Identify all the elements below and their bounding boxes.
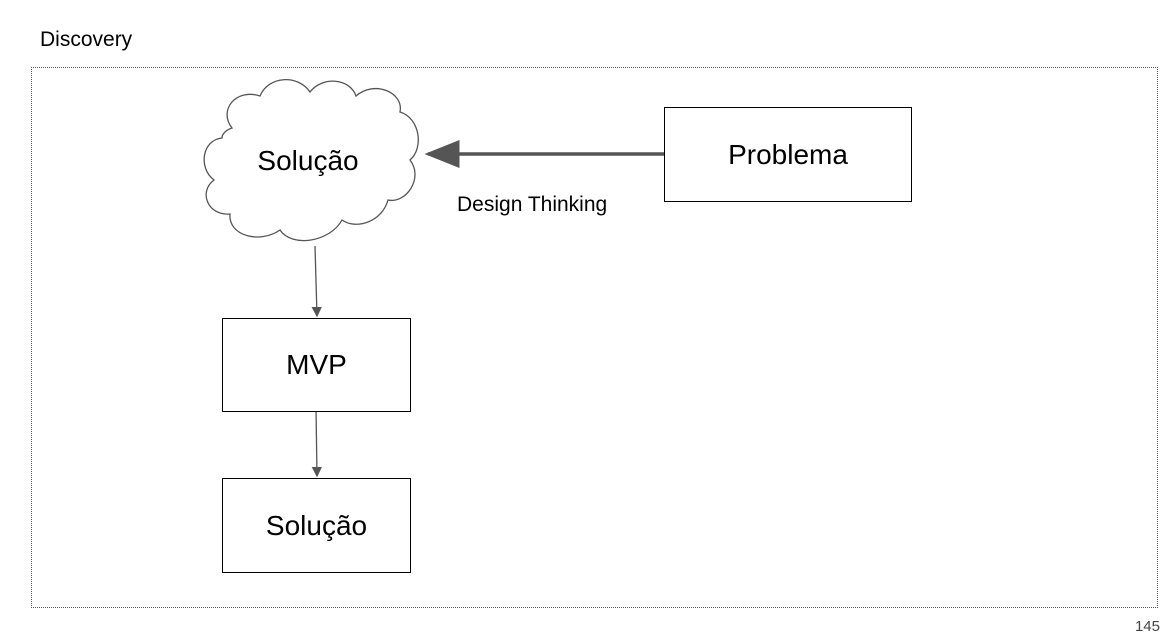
- problema-node-label: Problema: [728, 138, 848, 170]
- solucao-node: Solução: [222, 478, 411, 573]
- discovery-frame: [31, 67, 1158, 608]
- cloud-shape: [203, 79, 419, 242]
- page-number: 145: [1134, 618, 1160, 635]
- arrow-cloud-to-mvp: [311, 245, 322, 318]
- section-title: Discovery: [40, 28, 133, 51]
- mvp-node: MVP: [222, 318, 411, 412]
- problema-node: Problema: [664, 107, 912, 202]
- edge-label-design-thinking: Design Thinking: [457, 193, 608, 216]
- cloud-node-label: Solução: [257, 145, 359, 176]
- mvp-node-label: MVP: [286, 349, 347, 380]
- arrow-mvp-to-solucao: [311, 407, 323, 478]
- solucao-node-label: Solução: [265, 509, 368, 541]
